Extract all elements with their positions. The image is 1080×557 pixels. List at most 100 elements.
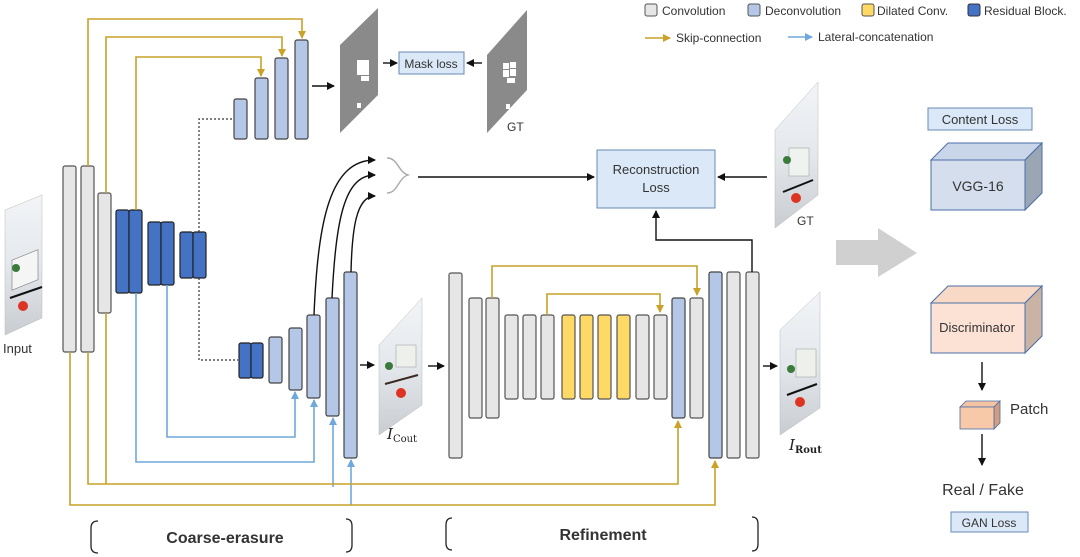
mask-loss-box	[398, 51, 465, 75]
conv-layer	[504, 314, 519, 400]
skip-connection	[546, 293, 664, 315]
legend-swatch-dilated	[861, 3, 875, 17]
conv-layer	[726, 271, 741, 459]
legend-label-lateral: Lateral-concatenation	[818, 30, 933, 44]
discriminator-label: Discriminator	[939, 320, 1016, 335]
predicted-mask	[340, 8, 378, 133]
gt-image-label: GT	[797, 214, 814, 228]
input-label: Input	[3, 341, 32, 356]
gan-loss-label: GAN Loss	[962, 516, 1017, 530]
stage-refine-label: Refinement	[559, 527, 647, 544]
content-loss-box	[927, 107, 1033, 131]
arrow-irout-to-reconstruction-loss	[652, 210, 753, 272]
dotted-link-image-branch	[198, 278, 238, 361]
conv-layer	[80, 165, 95, 353]
legend-label-dilated: Dilated Conv.	[877, 4, 948, 18]
deconv-layer	[306, 314, 321, 399]
legend-swatch-convolution	[644, 3, 658, 17]
legend: Convolution Deconvolution Dilated Conv. …	[644, 3, 1067, 45]
legend-label-convolution: Convolution	[662, 4, 725, 18]
dotted-link-mask-branch	[198, 118, 234, 232]
multiscale-output-arrow	[350, 192, 376, 273]
deconv-layer	[325, 297, 340, 417]
gt-image	[774, 81, 819, 229]
deconv-layer	[274, 57, 289, 140]
stage-coarse-bracket	[90, 518, 353, 554]
stage-refine-bracket	[445, 516, 759, 552]
residual-block	[115, 209, 130, 294]
conv-layer	[635, 314, 650, 400]
skip-connection	[135, 56, 265, 210]
vgg16-label: VGG-16	[952, 178, 1004, 194]
content-loss-label: Content Loss	[942, 112, 1019, 127]
dilated-conv-layer	[597, 314, 612, 400]
residual-block	[160, 221, 175, 286]
lateral-connection	[166, 285, 299, 438]
dilated-conv-layer	[579, 314, 594, 400]
deconv-layer	[233, 98, 248, 140]
multiscale-output-arrow	[331, 171, 376, 299]
skip-connection	[87, 18, 306, 166]
deconv-layer	[708, 271, 723, 459]
deconv-layer	[294, 39, 309, 140]
conv-layer	[689, 297, 704, 419]
refinement-network	[448, 271, 760, 459]
deconv-layer	[671, 297, 686, 419]
skip-connection	[105, 36, 286, 193]
dilated-conv-layer	[616, 314, 631, 400]
residual-block	[128, 209, 143, 294]
deconv-layer	[343, 271, 358, 459]
gt-mask	[487, 10, 527, 133]
reconstruction-loss-label-2: Loss	[642, 180, 670, 195]
conv-layer	[468, 297, 483, 419]
input-image	[4, 194, 43, 336]
residual-block	[192, 231, 207, 279]
mask-decoder	[233, 39, 309, 140]
lateral-connection	[135, 293, 318, 463]
conv-layer	[653, 314, 668, 400]
skip-connection	[69, 352, 719, 506]
gt-mask-label: GT	[507, 120, 524, 134]
conv-layer	[485, 297, 500, 419]
residual-block	[238, 342, 252, 379]
residual-block	[147, 221, 162, 286]
patch-label: Patch	[1010, 401, 1048, 418]
image-decoder	[238, 271, 358, 459]
reconstruction-loss-box	[596, 149, 716, 209]
legend-label-residual: Residual Block.	[984, 4, 1067, 18]
coarse-output-image	[378, 297, 423, 436]
deconv-layer	[288, 327, 303, 391]
conv-layer	[522, 314, 537, 400]
real-fake-label: Real / Fake	[942, 482, 1024, 499]
skip-connection	[491, 265, 701, 298]
conv-layer	[448, 272, 463, 459]
curly-brace	[386, 157, 411, 194]
conv-layer	[540, 314, 555, 400]
conv-layer	[745, 271, 760, 459]
conv-layer	[62, 165, 77, 353]
deconv-layer	[268, 336, 283, 384]
vgg16-block	[929, 141, 1044, 212]
refined-output-image	[779, 291, 821, 436]
reconstruction-loss-label-1: Reconstruction	[613, 162, 700, 177]
gan-loss-box	[950, 511, 1029, 533]
legend-label-skip: Skip-connection	[676, 31, 761, 45]
coarse-encoder	[62, 165, 207, 353]
discriminator-block	[929, 284, 1044, 355]
dilated-conv-layer	[561, 314, 576, 400]
legend-label-deconvolution: Deconvolution	[765, 4, 841, 18]
multiscale-output-arrow	[313, 156, 376, 316]
residual-block	[250, 342, 264, 379]
stage-coarse-label: Coarse-erasure	[166, 530, 284, 547]
patch-block	[959, 400, 1001, 430]
legend-swatch-residual	[967, 3, 981, 17]
skip-connection	[87, 352, 682, 485]
residual-block	[179, 231, 194, 279]
irout-label: IRout	[788, 436, 822, 456]
icout-label: ICout	[386, 425, 417, 445]
deconv-layer	[254, 77, 269, 140]
mask-loss-label: Mask loss	[404, 57, 457, 71]
legend-swatch-deconvolution	[747, 3, 761, 17]
big-arrow-icon	[836, 228, 917, 277]
